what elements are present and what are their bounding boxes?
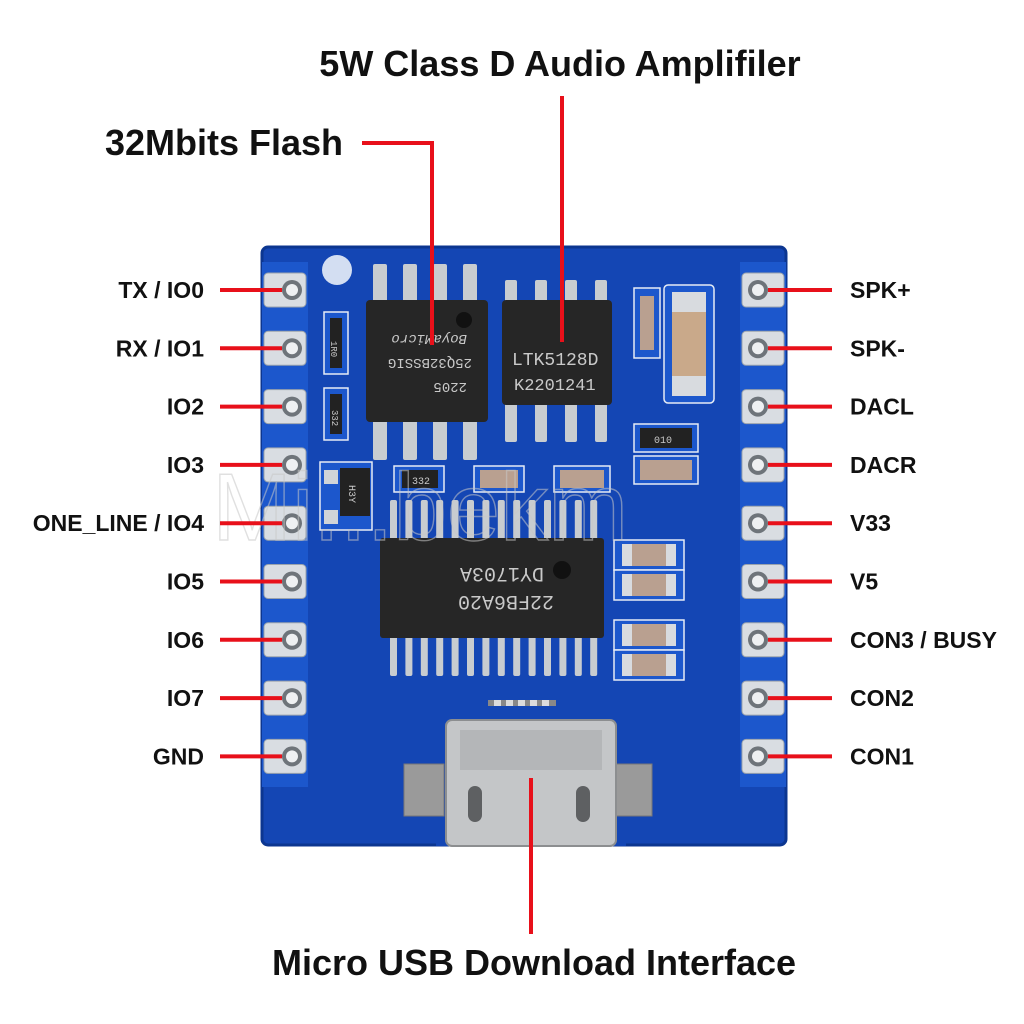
right-pad: [741, 389, 785, 425]
left-pad: [263, 680, 307, 716]
left-pad: [263, 622, 307, 658]
amplifier-chip: LTK5128D K2201241: [502, 280, 612, 442]
left-pad: [263, 564, 307, 599]
main-chip-text-2: DY1703A: [460, 561, 544, 584]
left-pads: [263, 272, 307, 774]
left-pin-label: RX / IO1: [116, 335, 204, 361]
right-pad: [741, 447, 785, 483]
right-pad: [741, 680, 785, 716]
left-pin-label: IO7: [167, 685, 204, 711]
amp-chip-text-1: LTK5128D: [512, 351, 598, 371]
right-pad: [741, 564, 785, 599]
right-pad: [741, 738, 785, 774]
right-pin-label: CON3 / BUSY: [850, 627, 997, 653]
right-pin-label: CON1: [850, 743, 914, 769]
resistor-label-top: 1R0: [328, 341, 338, 357]
watermark: Mi...bekm: [212, 454, 628, 561]
resistor-label-left: 332: [329, 410, 339, 426]
main-chip-text-1: 22FB6A20: [458, 589, 554, 612]
left-pin-label: GND: [153, 743, 204, 769]
right-pin-label: SPK+: [850, 277, 911, 303]
main-chip: 22FB6A20 DY1703A: [380, 500, 604, 676]
flash-chip-text-3: BoyaMicro: [391, 330, 467, 346]
resistor-label-mid: 332: [412, 477, 430, 488]
right-pin-label: DACL: [850, 394, 914, 420]
amp-chip-text-2: K2201241: [514, 377, 596, 396]
flash-chip-text-1: 2205: [433, 378, 467, 394]
left-pin-label: ONE_LINE / IO4: [33, 510, 204, 536]
leader-flash: [362, 141, 434, 345]
flash-chip: 2205 25Q32BSSIG BoyaMicro: [366, 264, 488, 460]
right-pin-label: V5: [850, 569, 878, 595]
right-pin-label: SPK-: [850, 335, 905, 361]
left-pin-label: IO6: [167, 627, 204, 653]
left-pin-label: IO5: [167, 569, 204, 595]
left-pin-label: IO2: [167, 394, 204, 420]
resistor-label-right: 010: [654, 436, 672, 447]
usb-title: Micro USB Download Interface: [272, 942, 796, 983]
flash-title: 32Mbits Flash: [105, 122, 343, 163]
left-pad: [263, 389, 307, 425]
capacitor-column: [613, 539, 685, 681]
left-pin-label: TX / IO0: [118, 277, 204, 303]
transistor-label: H3Y: [345, 485, 356, 503]
fiducial-dot: [322, 255, 352, 285]
left-pad: [263, 505, 307, 541]
left-pad: [263, 447, 307, 483]
right-pin-label: DACR: [850, 452, 917, 478]
passive-components: 1R0 332 H3Y 332 010: [319, 284, 715, 531]
amplifier-title: 5W Class D Audio Amplifiler: [319, 43, 800, 84]
left-pin-label: IO3: [167, 452, 204, 478]
leader-lines: [220, 288, 832, 759]
right-pad: [741, 505, 785, 541]
micro-usb-connector: [403, 700, 653, 847]
left-pad: [263, 330, 307, 366]
left-pad: [263, 272, 307, 308]
right-pin-label: V33: [850, 510, 891, 536]
right-pad: [741, 622, 785, 658]
flash-chip-text-2: 25Q32BSSIG: [388, 354, 472, 370]
right-pin-label: CON2: [850, 685, 914, 711]
left-pad: [263, 738, 307, 774]
